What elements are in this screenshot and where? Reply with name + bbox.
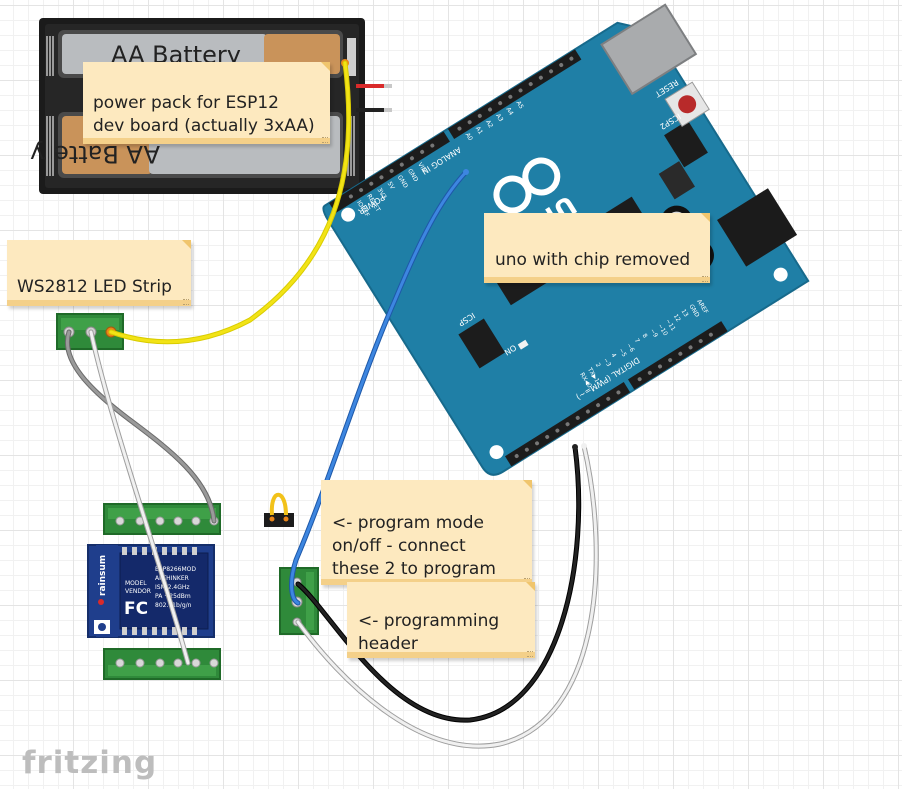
resize-handle[interactable] [183, 299, 189, 305]
resize-handle[interactable] [702, 276, 708, 282]
note-battery[interactable]: power pack for ESP12 dev board (actually… [83, 62, 330, 144]
note-program-mode-text: <- program mode on/off - connect these 2… [332, 513, 496, 579]
program-mode-jumper[interactable] [264, 493, 294, 527]
note-led-strip-text: WS2812 LED Strip [17, 277, 172, 297]
analog-pin-label: A4 [504, 106, 514, 117]
esp-vendor: AI-THINKER [155, 575, 189, 582]
digital-pin-label: ~6 [625, 342, 636, 353]
digital-pin-label: 7 [633, 337, 641, 344]
digital-pin-label: 2 [594, 362, 602, 369]
esp-spec1: ISM 2.4GHz [155, 584, 190, 591]
esp-fcc-logo: FC [124, 599, 148, 619]
esp-model: ESP8266MOD [155, 566, 196, 573]
note-led-strip[interactable]: WS2812 LED Strip [7, 240, 191, 306]
analog-pin-label: A3 [494, 113, 504, 124]
resize-handle[interactable] [527, 651, 533, 657]
note-programming-header-text: <- programming header [358, 611, 500, 654]
analog-pin-label: A0 [464, 132, 474, 143]
digital-pin-label: 13 [680, 308, 690, 318]
wires [65, 60, 599, 749]
note-program-mode[interactable]: <- program mode on/off - connect these 2… [321, 480, 532, 585]
note-uno[interactable]: uno with chip removed [484, 213, 710, 283]
digital-pin-label: ~9 [648, 328, 659, 339]
note-programming-header[interactable]: <- programming header [347, 582, 535, 658]
esp12-module[interactable]: rainsum MODEL VENDOR ESP8266MOD AI-THINK… [87, 503, 221, 680]
analog-pin-label: A2 [484, 119, 494, 130]
battery-label-bottom: AA Battery [30, 140, 160, 168]
note-uno-text: uno with chip removed [495, 250, 691, 270]
note-battery-text: power pack for ESP12 dev board (actually… [93, 93, 315, 136]
esp-vendor-label: VENDOR [125, 588, 151, 595]
power-pin-label: 5V [386, 180, 397, 191]
esp-spec2: PA +25dBm [155, 593, 191, 600]
digital-pin-label: 8 [641, 332, 649, 339]
fritzing-logo: fritzing [22, 745, 158, 781]
digital-pin-label: 4 [609, 352, 617, 359]
digital-pin-label: 12 [672, 313, 682, 323]
power-pin-label: VIN [416, 161, 427, 174]
esp-model-label: MODEL [125, 580, 147, 587]
analog-pin-label: A5 [515, 100, 525, 111]
digital-pin-label: ~3 [602, 357, 613, 368]
analog-pin-label: A1 [474, 125, 484, 136]
digital-pin-label: ~5 [617, 347, 628, 358]
resize-handle[interactable] [322, 137, 328, 143]
esp-brand: rainsum [98, 555, 108, 596]
